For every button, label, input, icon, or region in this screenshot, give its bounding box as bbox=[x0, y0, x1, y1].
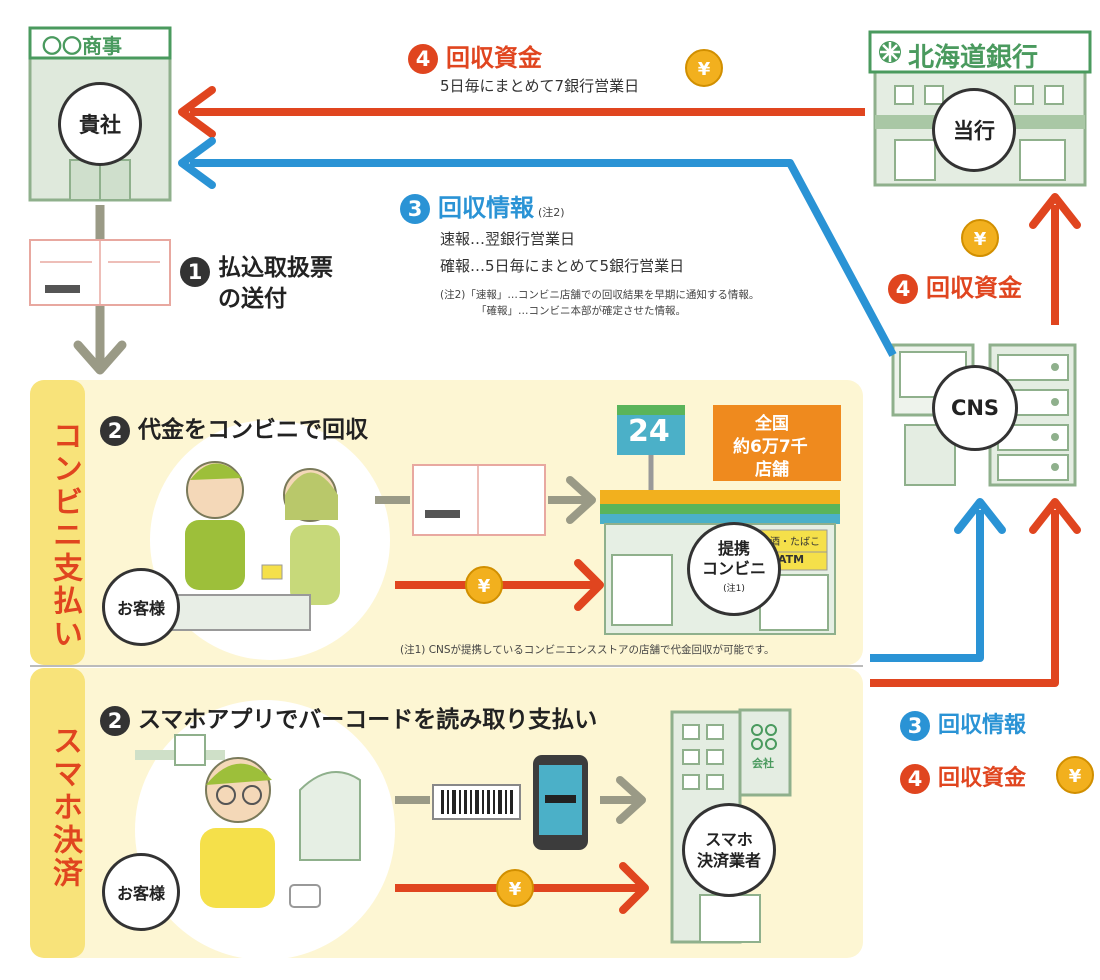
bank-logo-icon bbox=[879, 41, 901, 63]
konbini-title: 代金をコンビニで回収 bbox=[138, 417, 368, 443]
store-number: 24 bbox=[628, 414, 670, 449]
payment-provider-line1: スマホ bbox=[705, 830, 753, 849]
step-number-badge: 1 bbox=[180, 257, 210, 287]
top-info-heading: 3 回収情報 (注2) bbox=[400, 188, 565, 224]
bottom-info-heading: 3 回収情報 bbox=[900, 707, 1026, 741]
partner-konbini-label: 提携 コンビニ (注1) bbox=[687, 522, 781, 616]
cns-label: CNS bbox=[932, 365, 1018, 451]
bank-sign: 北海道銀行 bbox=[908, 43, 1039, 73]
bottom-info-title: 回収情報 bbox=[938, 713, 1027, 738]
smartphone-icon bbox=[533, 755, 588, 850]
company-sign: 〇〇商事 bbox=[42, 34, 122, 58]
konbini-side-label: コンビニ支払い bbox=[47, 420, 82, 651]
company-building-icon bbox=[28, 26, 172, 202]
step-number-badge: 2 bbox=[100, 415, 130, 446]
partner-konbini-line1: 提携 bbox=[717, 539, 750, 558]
konbini-note: (注1) CNSが提携しているコンビニエンスストアの店舗で代金回収が可能です。 bbox=[400, 644, 775, 656]
right-funds-heading: 4 回収資金 bbox=[888, 268, 1022, 304]
bottom-funds-heading: 4 回収資金 bbox=[900, 760, 1026, 794]
coin-symbol: ¥ bbox=[1069, 766, 1082, 787]
coin-icon: ¥ bbox=[1056, 756, 1094, 794]
bank-label: 当行 bbox=[932, 88, 1016, 172]
coin-symbol: ¥ bbox=[698, 59, 711, 80]
konbini-side-strip bbox=[30, 380, 85, 665]
step1-heading: 1 払込取扱票 の送付 bbox=[180, 253, 333, 315]
coin-symbol: ¥ bbox=[509, 879, 522, 900]
barcode-icon bbox=[432, 784, 521, 820]
top-info-note1: (注2)「速報」…コンビニ店舗での回収結果を早期に通知する情報。 bbox=[440, 289, 760, 301]
funds-arrow-top bbox=[178, 86, 865, 138]
step-number-badge: 4 bbox=[888, 274, 918, 304]
top-funds-heading: 4 回収資金 bbox=[408, 38, 542, 74]
top-info-note2: 「確報」…コンビニ本部が確定させた情報。 bbox=[476, 305, 686, 317]
top-info-line1: 速報…翌銀行営業日 bbox=[440, 230, 576, 248]
step1-line2: の送付 bbox=[218, 286, 287, 312]
coin-icon: ¥ bbox=[685, 49, 723, 87]
konbini-slip-icon bbox=[412, 464, 546, 536]
smartphone-side-strip bbox=[30, 668, 85, 958]
store-awning-text: 酒・たばこ bbox=[770, 537, 820, 548]
right-funds-title: 回収資金 bbox=[926, 274, 1022, 302]
company-label: 貴社 bbox=[58, 82, 142, 166]
smartphone-side-label: スマホ決済 bbox=[47, 725, 82, 890]
store-atm-text: ATM bbox=[778, 553, 805, 566]
step-number-badge: 3 bbox=[900, 711, 930, 741]
provider-company-sign: 会社 bbox=[752, 757, 774, 770]
barcode-arrow bbox=[395, 776, 646, 824]
top-info-note-mark: (注2) bbox=[538, 206, 565, 219]
partner-konbini-line2: コンビニ bbox=[701, 559, 766, 578]
smartphone-title: スマホアプリでバーコードを読み取り支払い bbox=[138, 707, 598, 733]
smartphone-customer-label: お客様 bbox=[102, 853, 180, 931]
smartphone-heading: 2 スマホアプリでバーコードを読み取り支払い bbox=[100, 700, 597, 736]
top-funds-sub: 5日毎にまとめて7銀行営業日 bbox=[440, 77, 640, 95]
payment-provider-line2: 決済業者 bbox=[696, 851, 761, 870]
payment-slip-icon bbox=[29, 239, 171, 306]
coin-symbol: ¥ bbox=[478, 576, 491, 597]
konbini-heading: 2 代金をコンビニで回収 bbox=[100, 410, 368, 446]
coin-symbol: ¥ bbox=[974, 229, 987, 250]
info-arrow-bottom bbox=[870, 498, 1006, 662]
step-number-badge: 3 bbox=[400, 194, 430, 224]
coin-icon: ¥ bbox=[465, 566, 503, 604]
coin-icon: ¥ bbox=[961, 219, 999, 257]
step1-line1: 払込取扱票 bbox=[218, 255, 333, 281]
cns-server-icon bbox=[891, 343, 1077, 487]
top-info-line2: 確報…5日毎にまとめて5銀行営業日 bbox=[440, 257, 685, 275]
konbini-people-illustration bbox=[150, 420, 390, 660]
store-count-box bbox=[713, 405, 841, 481]
top-funds-title: 回収資金 bbox=[446, 44, 542, 72]
coin-icon: ¥ bbox=[496, 869, 534, 907]
partner-konbini-note: (注1) bbox=[723, 584, 745, 594]
konbini-customer-label: お客様 bbox=[102, 568, 180, 646]
info-arrow-top bbox=[178, 137, 897, 357]
top-info-title: 回収情報 bbox=[438, 194, 534, 222]
store-count-line2: 約6万7千 bbox=[733, 437, 808, 457]
store-count-line3: 店舗 bbox=[755, 460, 789, 480]
store-count-line1: 全国 bbox=[755, 414, 789, 434]
bottom-funds-title: 回収資金 bbox=[938, 766, 1027, 791]
funds-arrow-bottom bbox=[870, 498, 1081, 687]
smartphone-person-illustration bbox=[135, 700, 395, 960]
step-number-badge: 4 bbox=[900, 764, 930, 794]
step-number-badge: 2 bbox=[100, 705, 130, 736]
funds-arrow-right-up bbox=[1029, 193, 1081, 325]
payment-provider-label: スマホ 決済業者 bbox=[682, 803, 776, 897]
step-number-badge: 4 bbox=[408, 44, 438, 74]
konbini-slip-arrow bbox=[375, 476, 596, 524]
